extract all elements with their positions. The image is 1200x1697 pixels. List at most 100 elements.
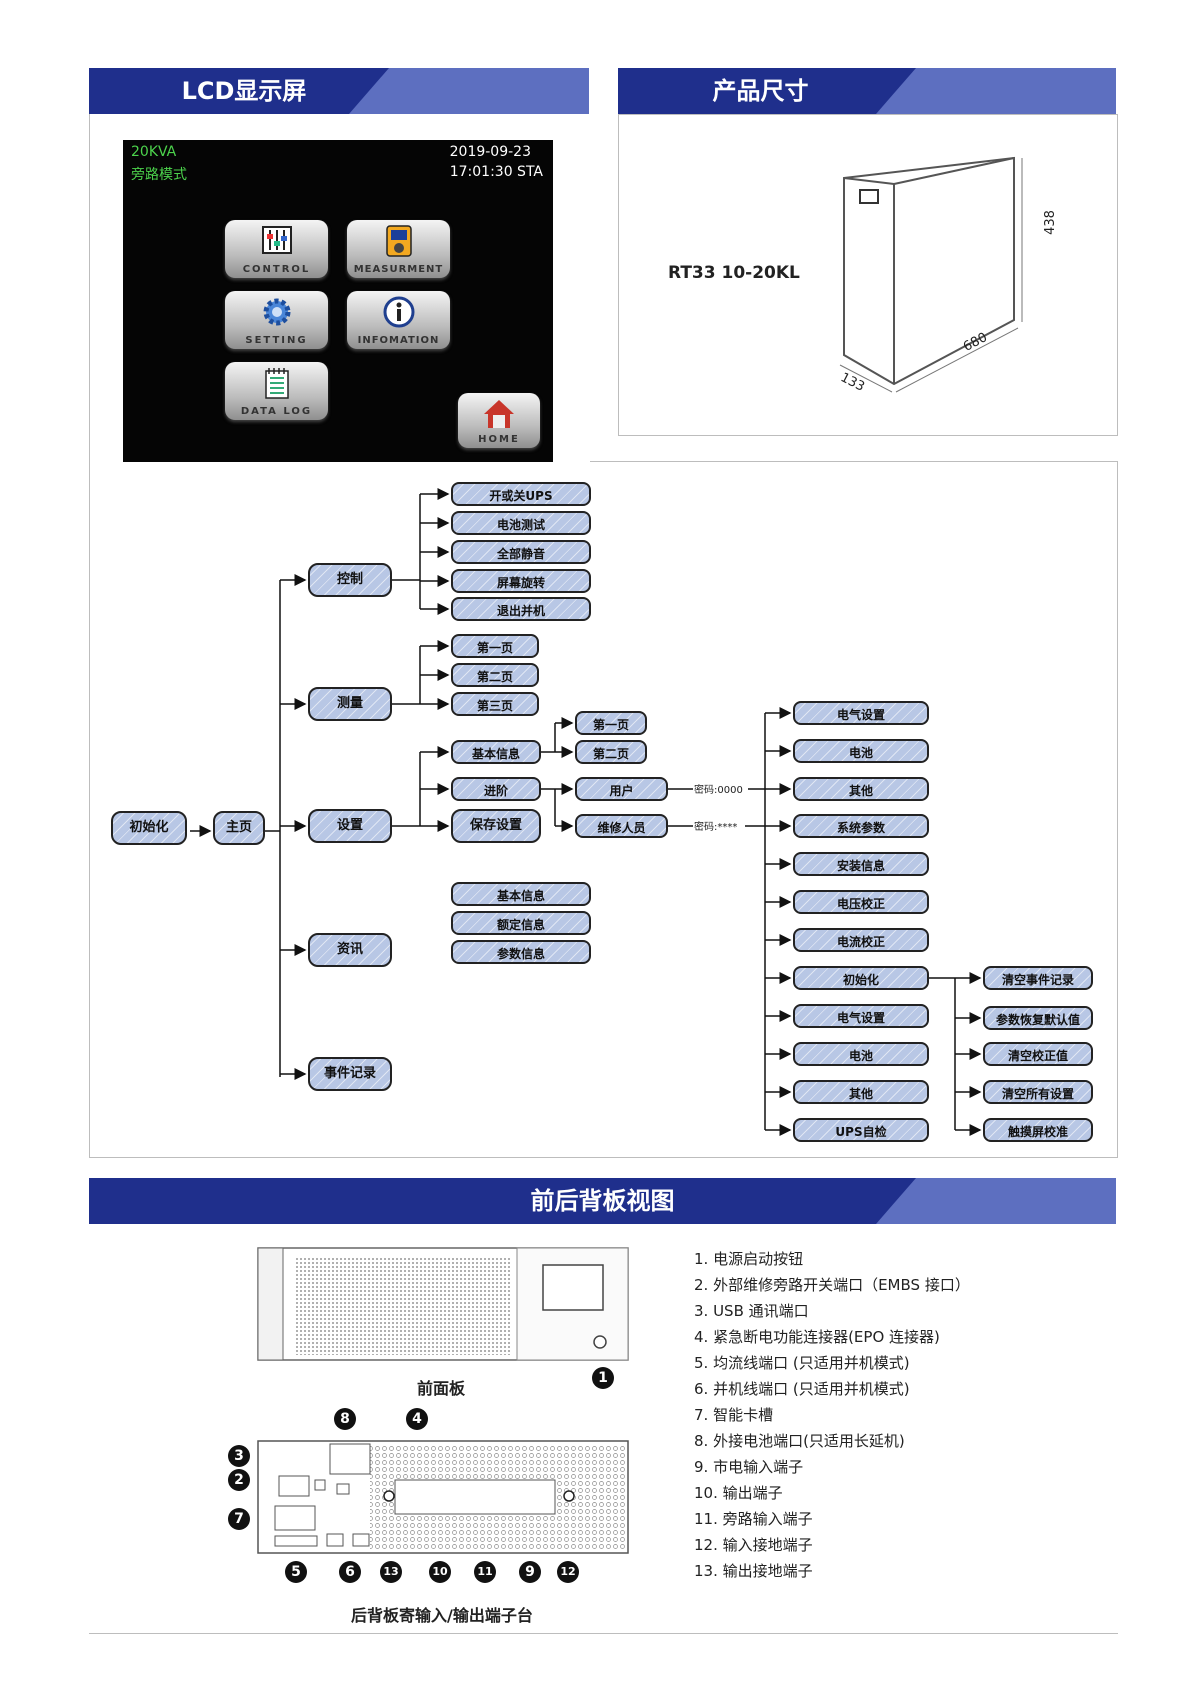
save-node: 保存设置	[451, 809, 541, 843]
control-node: 控制	[308, 563, 392, 597]
callout-10: 10	[429, 1561, 451, 1583]
callout-5: 5	[285, 1561, 307, 1583]
callout-1: 1	[592, 1367, 614, 1389]
lcd-date: 2019-09-23	[449, 144, 531, 160]
callout-12: 12	[557, 1561, 579, 1583]
bottom-rule	[89, 1633, 1118, 1634]
maint-item: 电流校正	[793, 928, 929, 952]
infomation-button[interactable]: INFOMATION	[347, 291, 450, 349]
setting-button[interactable]: SETTING	[225, 291, 328, 349]
bar-accent	[876, 68, 1116, 114]
home-label: HOME	[478, 434, 520, 445]
info-icon	[383, 296, 415, 328]
basic-page: 第一页	[575, 711, 647, 735]
init-item: 清空事件记录	[983, 966, 1093, 990]
house-icon	[484, 400, 514, 428]
datalog-label: DATA LOG	[240, 406, 313, 417]
main-node: 主页	[213, 811, 265, 845]
control-item: 全部静音	[451, 540, 591, 564]
lcd-section-title: LCD显示屏	[181, 77, 307, 105]
lcd-model: 20KVA	[131, 144, 177, 160]
gear-icon	[263, 298, 291, 326]
legend-item: 8. 外接电池端口(只适用长延机)	[694, 1432, 905, 1450]
callout-7: 7	[228, 1508, 250, 1530]
user-item: 电气设置	[793, 701, 929, 725]
control-item: 开或关UPS	[451, 482, 591, 506]
init-item: 清空所有设置	[983, 1080, 1093, 1104]
init-item: 参数恢复默认值	[983, 1006, 1093, 1030]
legend-item: 13. 输出接地端子	[694, 1562, 813, 1580]
info-item: 额定信息	[451, 911, 591, 935]
callout-4: 4	[406, 1408, 428, 1430]
control-button[interactable]: CONTROL	[225, 220, 328, 278]
callout-11: 11	[474, 1561, 496, 1583]
datalog-button[interactable]: DATA LOG	[225, 362, 328, 420]
legend-item: 5. 均流线端口 (只适用并机模式)	[694, 1354, 910, 1372]
panels-section-title: 前后背板视图	[530, 1187, 675, 1215]
maint-item: 电池	[793, 1042, 929, 1066]
lcd-mode: 旁路模式	[131, 167, 187, 183]
callout-3: 3	[228, 1445, 250, 1467]
control-item: 电池测试	[451, 511, 591, 535]
legend-item: 4. 紧急断电功能连接器(EPO 连接器)	[694, 1328, 940, 1346]
cabinet-drawing	[839, 156, 1023, 393]
menu-panel-bottom	[89, 1157, 1118, 1158]
callout-13: 13	[380, 1561, 402, 1583]
advanced-node: 进阶	[451, 777, 541, 801]
front-panel-drawing	[257, 1247, 629, 1361]
info-item: 参数信息	[451, 940, 591, 964]
menu-panel-frame	[590, 461, 1118, 1158]
measurment-button[interactable]: MEASURMENT	[347, 220, 450, 278]
basic-info-node: 基本信息	[451, 740, 541, 764]
callout-8: 8	[334, 1408, 356, 1430]
info-item: 基本信息	[451, 882, 591, 906]
front-panel-caption: 前面板	[417, 1379, 466, 1398]
size-section-title: 产品尺寸	[712, 77, 809, 105]
home-button[interactable]: HOME	[458, 393, 540, 448]
legend-item: 2. 外部维修旁路开关端口（EMBS 接口）	[694, 1276, 970, 1294]
lcd-time: 17:01:30 STA	[449, 164, 543, 180]
user-item: 电池	[793, 739, 929, 763]
sliders-icon	[262, 226, 292, 254]
cabinet-model: RT33 10-20KL	[668, 263, 800, 283]
maint-item: UPS自检	[793, 1118, 929, 1142]
user-password: 密码:0000	[694, 781, 743, 796]
control-label: CONTROL	[242, 264, 311, 275]
notepad-icon	[265, 368, 289, 399]
rear-panel-drawing	[257, 1440, 629, 1554]
control-item: 退出并机	[451, 597, 591, 621]
callout-2: 2	[228, 1469, 250, 1491]
maint-item: 初始化	[793, 966, 929, 990]
callout-6: 6	[339, 1561, 361, 1583]
measure-item: 第三页	[451, 692, 539, 716]
legend-item: 3. USB 通讯端口	[694, 1302, 809, 1320]
legend-item: 1. 电源启动按钮	[694, 1250, 804, 1268]
legend-item: 12. 输入接地端子	[694, 1536, 813, 1554]
user-node: 用户	[575, 777, 668, 801]
init-node: 初始化	[111, 811, 187, 845]
legend-item: 10. 输出端子	[694, 1484, 783, 1502]
measure-item: 第二页	[451, 663, 539, 687]
legend-item: 7. 智能卡槽	[694, 1406, 774, 1424]
rear-panel-caption: 后背板寄输入/输出端子台	[351, 1606, 533, 1625]
maint-item: 电压校正	[793, 890, 929, 914]
setting-label: SETTING	[245, 335, 308, 346]
maint-item: 其他	[793, 1080, 929, 1104]
size-section-bar: 产品尺寸	[618, 68, 1116, 114]
maint-item: 系统参数	[793, 814, 929, 838]
init-item: 触摸屏校准	[983, 1118, 1093, 1142]
control-item: 屏幕旋转	[451, 569, 591, 593]
measurment-label: MEASURMENT	[353, 264, 444, 275]
meter-icon	[386, 225, 412, 257]
maintainer-node: 维修人员	[575, 814, 668, 838]
event-node: 事件记录	[308, 1057, 392, 1091]
size-panel-frame	[618, 114, 1118, 436]
maint-item: 安装信息	[793, 852, 929, 876]
init-item: 清空校正值	[983, 1042, 1093, 1066]
user-item: 其他	[793, 777, 929, 801]
legend-item: 6. 并机线端口 (只适用并机模式)	[694, 1380, 910, 1398]
infomation-label: INFOMATION	[357, 335, 440, 346]
legend-item: 11. 旁路输入端子	[694, 1510, 813, 1528]
panels-section-bar: 前后背板视图	[89, 1178, 1116, 1224]
bar-accent	[876, 1178, 1116, 1224]
